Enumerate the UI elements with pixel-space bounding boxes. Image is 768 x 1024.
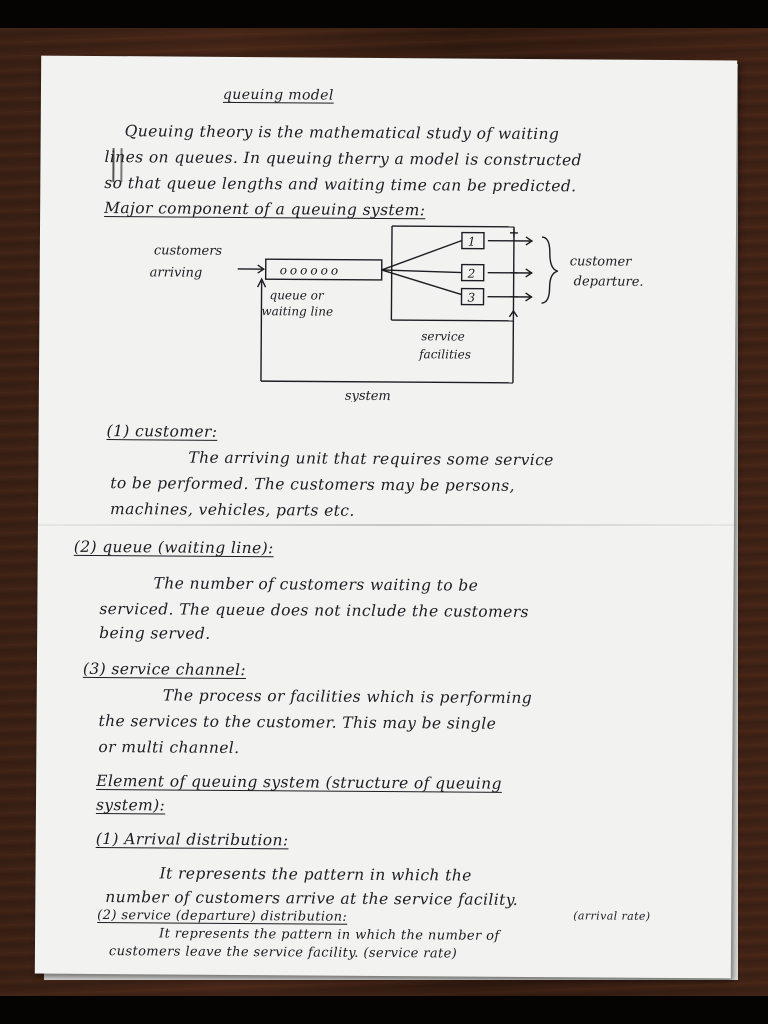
queue-label-1: queue or: [269, 288, 324, 302]
section-3-line-3: or multi channel.: [98, 737, 240, 757]
paper-sheet: queuing model Queuing theory is the math…: [34, 55, 738, 979]
server-2-label: 2: [467, 267, 476, 281]
section-1-line-1: The arriving unit that requires some ser…: [188, 448, 554, 470]
section-2-line-2: serviced. The queue does not include the…: [99, 600, 529, 621]
section-3-line-1: The process or facilities which is perfo…: [162, 686, 533, 708]
section-3-line-2: the services to the customer. This may b…: [98, 711, 497, 733]
intro-line-2: lines on queues. In queuing therry a mod…: [104, 148, 582, 170]
element-heading-line-1: Element of queuing system (structure of …: [96, 771, 502, 793]
arriving-label-1: customers: [154, 243, 223, 258]
arrival-line-2: number of customers arrive at the servic…: [105, 888, 519, 909]
arrival-heading: (1) Arrival distribution:: [95, 829, 289, 850]
intro-line-1: Queuing theory is the mathematical study…: [124, 122, 560, 144]
service-heading: (2) service (departure) distribution:: [97, 907, 348, 925]
bottom-black-border: [0, 996, 768, 1024]
service-label-1: service: [421, 329, 465, 343]
service-label-2: facilities: [418, 347, 471, 361]
queuing-system-diagram: customers arriving oooooo queue or waiti…: [150, 225, 644, 404]
arrival-rate-note: (arrival rate): [573, 909, 651, 923]
section-1-line-2: to be performed. The customers may be pe…: [110, 474, 515, 495]
system-label: system: [345, 389, 391, 404]
top-black-border: [0, 0, 768, 28]
service-line-1: It represents the pattern in which the n…: [159, 926, 500, 944]
paper-fold-crease: [38, 524, 736, 526]
departure-label-1: customer: [570, 254, 632, 269]
service-line-2: customers leave the service facility. (s…: [108, 944, 458, 962]
section-2-line-3: being served.: [99, 624, 211, 643]
section-1-heading: (1) customer:: [106, 422, 218, 441]
intro-line-3: so that queue lengths and waiting time c…: [104, 174, 577, 196]
arrival-line-1: It represents the pattern in which the: [159, 864, 472, 885]
section-2-heading: (2) queue (waiting line):: [73, 537, 274, 558]
section-2-line-1: The number of customers waiting to be: [153, 574, 479, 595]
section-1-line-3: machines, vehicles, parts etc.: [109, 500, 355, 520]
server-1-label: 1: [468, 235, 476, 249]
queue-label-2: waiting line: [261, 304, 333, 318]
departure-label-2: departure.: [574, 274, 644, 289]
arriving-label-2: arriving: [150, 265, 203, 280]
major-component-heading: Major component of a queuing system:: [104, 199, 426, 220]
queue-customers: oooooo: [280, 263, 341, 277]
section-3-heading: (3) service channel:: [82, 659, 247, 680]
page-title: queuing model: [222, 86, 334, 104]
server-3-label: 3: [467, 291, 475, 305]
element-heading-line-2: system):: [95, 795, 166, 815]
